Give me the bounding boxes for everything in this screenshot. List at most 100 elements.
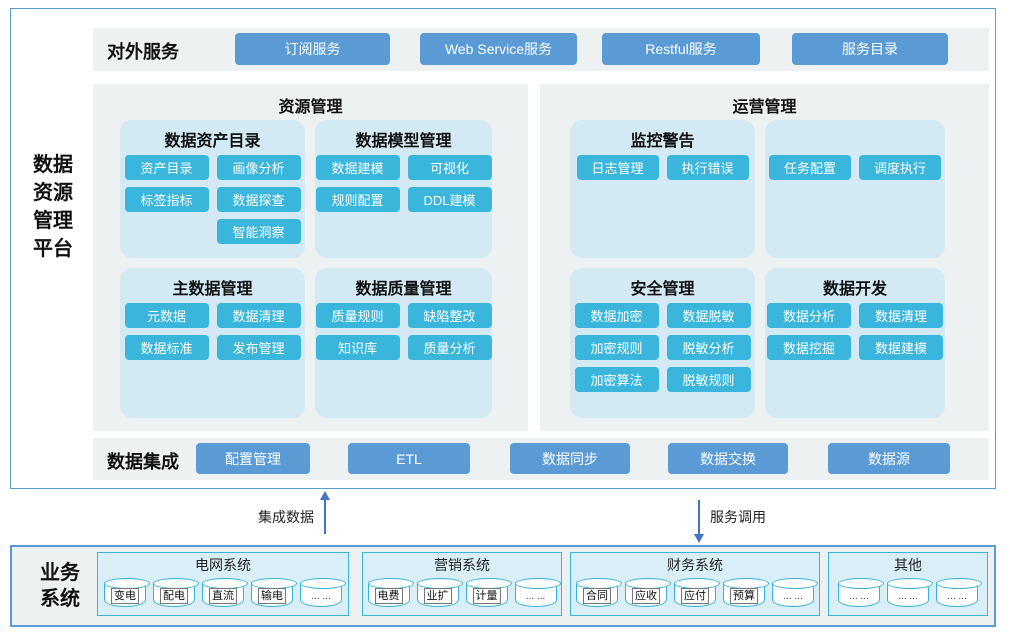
monitoring-group: 监控警告 日志管理 执行错误 — [570, 120, 755, 258]
module-button-visualization[interactable]: 可视化 — [407, 155, 492, 180]
business-systems-frame: 业务 系统 电网系统 变电 配电 直流 输电 ... ... 营销系统 电费 业… — [10, 545, 996, 627]
platform-title-line: 数据 — [33, 154, 73, 176]
platform-title-line: 管理 — [33, 210, 73, 232]
module-button-masking-rules[interactable]: 脱敏规则 — [666, 367, 751, 392]
module-button-asset-catalog[interactable]: 资产目录 — [124, 155, 209, 180]
module-button-exec-errors[interactable]: 执行错误 — [666, 155, 749, 180]
model-management-group: 数据模型管理 数据建模 可视化 规则配置 DDL建模 — [315, 120, 492, 258]
system-panel-marketing: 营销系统 电费 业扩 计量 ... ... — [362, 552, 562, 616]
integration-button-data-source[interactable]: 数据源 — [828, 443, 950, 474]
database-cylinder: 电费 — [367, 578, 414, 607]
database-label: 配电 — [160, 588, 188, 604]
database-cylinder: ... ... — [300, 578, 346, 607]
module-button-data-analysis[interactable]: 数据分析 — [767, 303, 851, 328]
module-button-data-standard[interactable]: 数据标准 — [124, 335, 209, 360]
database-label: 计量 — [472, 588, 501, 604]
system-panel-finance: 财务系统 合同 应收 应付 预算 ... ... — [570, 552, 820, 616]
master-data-group: 主数据管理 元数据 数据清理 数据标准 发布管理 — [120, 268, 305, 418]
module-button-data-modeling[interactable]: 数据建模 — [315, 155, 400, 180]
database-label: 应收 — [632, 588, 660, 604]
platform-frame: 数据 资源 管理 平台 对外服务 订阅服务 Web Service服务 Rest… — [10, 8, 996, 489]
module-button-encryption-algorithm[interactable]: 加密算法 — [574, 367, 659, 392]
service-button-webservice[interactable]: Web Service服务 — [420, 33, 577, 65]
data-quality-buttons: 质量规则 缺陷整改 知识库 质量分析 — [315, 303, 492, 360]
database-label: 直流 — [209, 588, 237, 604]
master-data-title: 主数据管理 — [172, 281, 253, 298]
operation-management-title: 运营管理 — [732, 99, 797, 116]
database-cylinder: 直流 — [202, 578, 248, 607]
module-button-encryption-rules[interactable]: 加密规则 — [574, 335, 659, 360]
module-button-task-config[interactable]: 任务配置 — [769, 155, 851, 180]
module-button-tag-metrics[interactable]: 标签指标 — [124, 187, 209, 212]
database-label: 应付 — [681, 588, 709, 604]
operation-management-panel: 运营管理 监控警告 日志管理 执行错误 任务配置 调度执行 安全管理 数据加密 … — [540, 84, 989, 431]
module-button-ddl-modeling[interactable]: DDL建模 — [407, 187, 492, 212]
master-data-buttons: 元数据 数据清理 数据标准 发布管理 — [120, 303, 305, 360]
scheduling-group: 任务配置 调度执行 — [765, 120, 945, 258]
module-button-rule-config[interactable]: 规则配置 — [315, 187, 400, 212]
external-services-label: 对外服务 — [107, 42, 179, 62]
module-button-profile-analysis[interactable]: 画像分析 — [216, 155, 301, 180]
integration-flow-label: 集成数据 — [258, 509, 314, 525]
module-button-publish-management[interactable]: 发布管理 — [216, 335, 301, 360]
module-button-defect-fix[interactable]: 缺陷整改 — [407, 303, 492, 328]
module-button-smart-insight[interactable]: 智能洞察 — [216, 219, 301, 244]
database-cylinder: 变电 — [104, 578, 150, 607]
module-button-schedule-exec[interactable]: 调度执行 — [859, 155, 941, 180]
database-label: 业扩 — [423, 588, 452, 604]
module-button-data-encryption[interactable]: 数据加密 — [574, 303, 659, 328]
asset-catalog-buttons: 资产目录 画像分析 标签指标 数据探查 智能洞察 — [120, 155, 305, 244]
model-management-buttons: 数据建模 可视化 规则配置 DDL建模 — [315, 155, 492, 212]
database-label: ... ... — [783, 591, 803, 602]
module-button-data-masking[interactable]: 数据脱敏 — [666, 303, 751, 328]
module-button-data-mining[interactable]: 数据挖掘 — [767, 335, 851, 360]
resource-management-title: 资源管理 — [278, 99, 343, 116]
database-row: 变电 配电 直流 输电 ... ... — [98, 575, 348, 607]
system-title-finance: 财务系统 — [667, 557, 723, 573]
database-label: ... ... — [525, 591, 546, 602]
integration-button-config[interactable]: 配置管理 — [196, 443, 310, 474]
platform-title: 数据 资源 管理 平台 — [33, 151, 91, 263]
security-title: 安全管理 — [630, 281, 695, 298]
scheduling-title — [765, 125, 945, 155]
development-buttons: 数据分析 数据清理 数据挖掘 数据建模 — [765, 303, 945, 360]
integration-button-data-sync[interactable]: 数据同步 — [510, 443, 630, 474]
database-cylinder: ... ... — [772, 578, 818, 607]
asset-catalog-title: 数据资产目录 — [164, 133, 261, 150]
module-button-quality-analysis[interactable]: 质量分析 — [407, 335, 492, 360]
module-button-dev-data-modeling[interactable]: 数据建模 — [859, 335, 943, 360]
business-systems-label-line: 业务 — [40, 562, 80, 584]
database-cylinder: 应付 — [674, 578, 720, 607]
database-cylinder: 合同 — [576, 578, 622, 607]
integration-flow: 集成数据 — [258, 491, 330, 534]
module-button-quality-rules[interactable]: 质量规则 — [315, 303, 400, 328]
model-management-title: 数据模型管理 — [355, 133, 452, 150]
database-label: 变电 — [111, 588, 139, 604]
scheduling-buttons: 任务配置 调度执行 — [765, 155, 945, 180]
module-button-data-cleaning[interactable]: 数据清理 — [216, 303, 301, 328]
service-button-catalog[interactable]: 服务目录 — [792, 33, 948, 65]
system-title-others: 其他 — [894, 557, 922, 573]
service-button-subscribe[interactable]: 订阅服务 — [235, 33, 390, 65]
module-button-knowledge-base[interactable]: 知识库 — [315, 335, 400, 360]
external-services-bar: 对外服务 订阅服务 Web Service服务 Restful服务 服务目录 — [93, 28, 989, 71]
database-cylinder: ... ... — [887, 578, 933, 607]
database-row: ... ... ... ... ... ... — [829, 575, 987, 607]
data-quality-title: 数据质量管理 — [355, 281, 452, 298]
module-button-masking-analysis[interactable]: 脱敏分析 — [666, 335, 751, 360]
database-label: 电费 — [374, 588, 403, 604]
module-button-data-discovery[interactable]: 数据探查 — [216, 187, 301, 212]
system-title-marketing: 营销系统 — [434, 557, 490, 573]
integration-button-etl[interactable]: ETL — [348, 443, 470, 474]
service-button-restful[interactable]: Restful服务 — [602, 33, 760, 65]
integration-button-data-exchange[interactable]: 数据交换 — [668, 443, 788, 474]
data-integration-bar: 数据集成 配置管理 ETL 数据同步 数据交换 数据源 — [93, 438, 989, 480]
module-button-log-management[interactable]: 日志管理 — [576, 155, 659, 180]
module-button-dev-data-cleaning[interactable]: 数据清理 — [859, 303, 943, 328]
database-cylinder: 配电 — [153, 578, 199, 607]
module-button-metadata[interactable]: 元数据 — [124, 303, 209, 328]
database-label: 预算 — [730, 588, 758, 604]
system-panel-others: 其他 ... ... ... ... ... ... — [828, 552, 988, 616]
system-title-grid: 电网系统 — [195, 557, 251, 573]
database-label: 合同 — [583, 588, 611, 604]
